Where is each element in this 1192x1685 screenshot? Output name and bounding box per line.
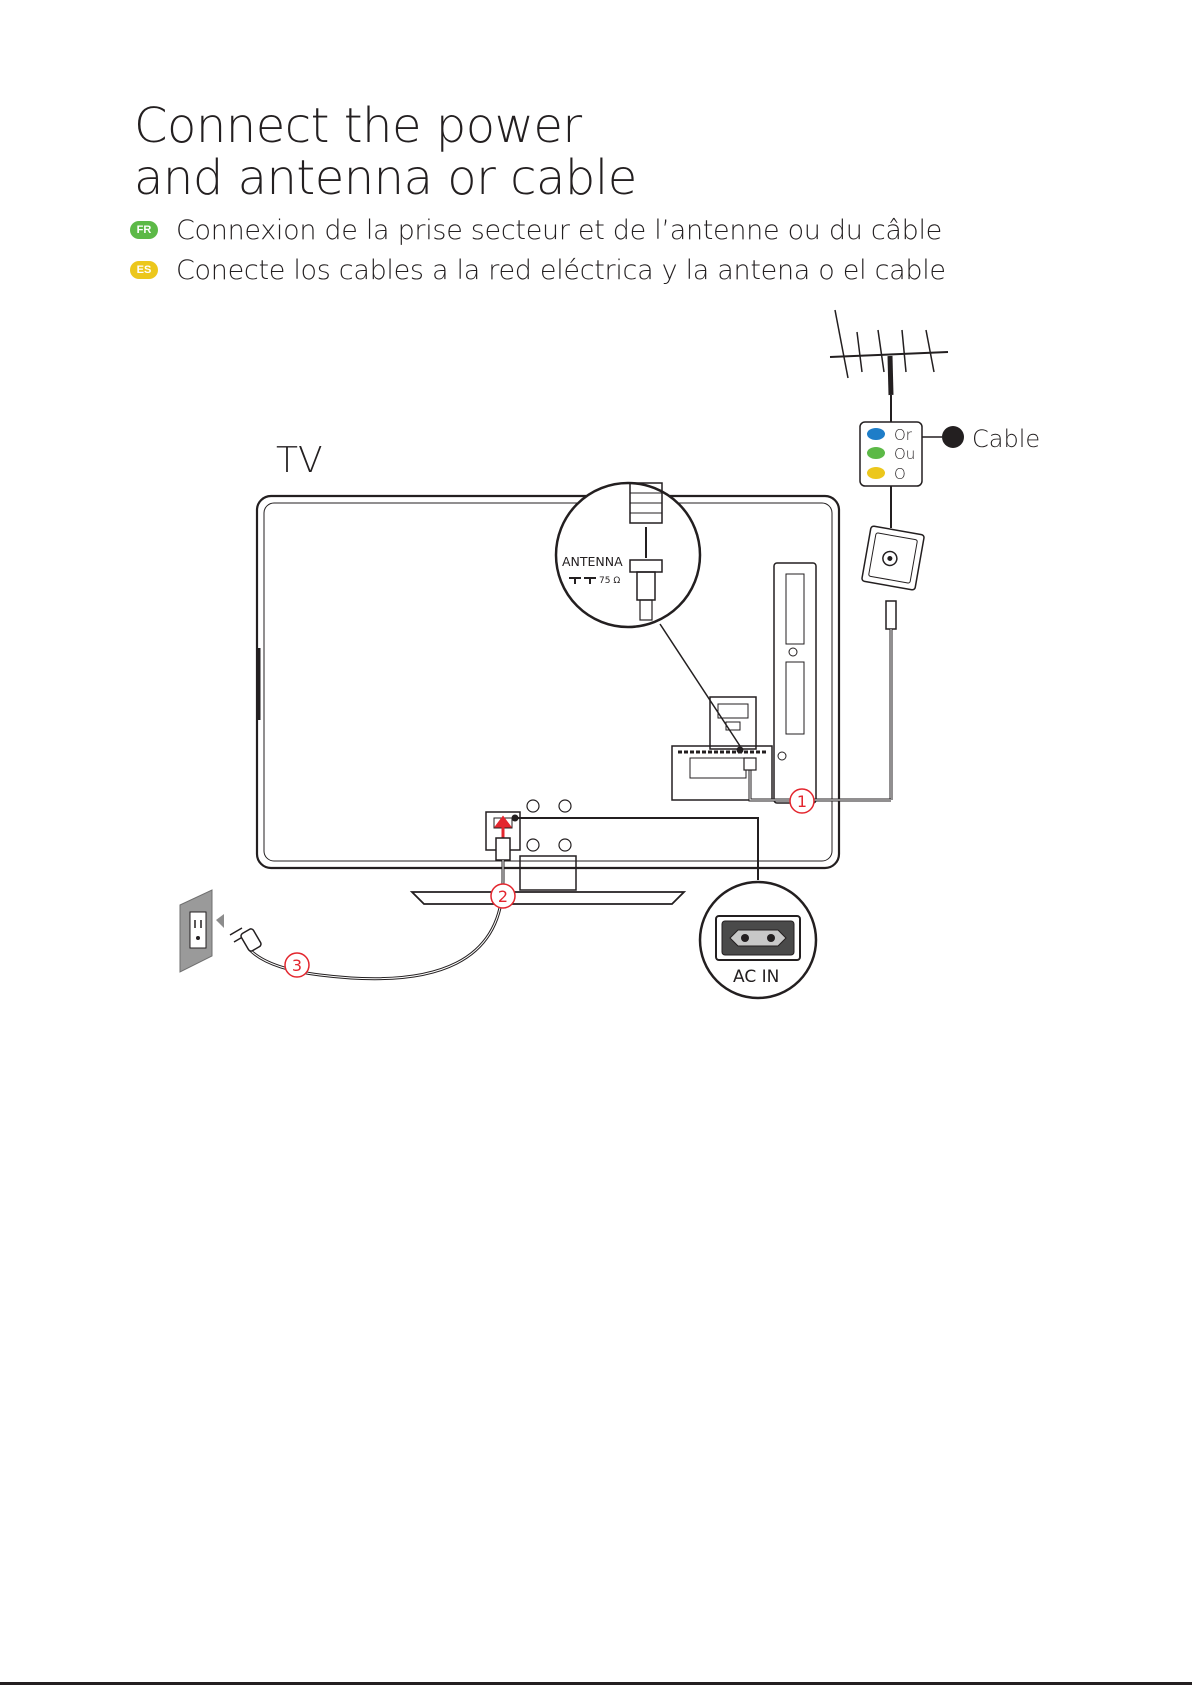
step-3-marker: 3 [285,953,309,977]
step-2-marker: 2 [491,884,515,908]
or-text-fr: Ou [894,445,915,463]
step-1-marker: 1 [790,789,814,813]
or-choice-green [867,447,885,459]
tv-back-illustration [257,496,839,904]
tv-label: TV [276,440,323,481]
antenna-impedance-label: 75 Ω [599,576,620,586]
cable-dot-icon [942,426,964,448]
antenna-port-label: ANTENNA [562,554,623,569]
or-text-en: Or [894,426,913,444]
ac-in-label: AC IN [733,967,779,987]
power-plug-icon [230,928,262,952]
or-text-es: O [894,465,906,483]
wall-antenna-socket-icon [862,526,925,591]
cable-label: Cable [972,425,1040,453]
step-3-label: 3 [292,956,302,975]
or-choice-yellow [867,467,885,479]
wall-outlet-icon [180,890,224,972]
or-choice-blue [867,428,885,440]
step-1-label: 1 [797,792,807,811]
source-choice-box: Or Ou O [860,422,922,486]
antenna-port-zoom: ANTENNA 75 Ω [556,483,700,627]
step-2-label: 2 [498,887,508,906]
antenna-icon [830,310,948,395]
ac-in-zoom: AC IN [700,882,816,998]
connection-diagram: TV [0,0,1192,1050]
